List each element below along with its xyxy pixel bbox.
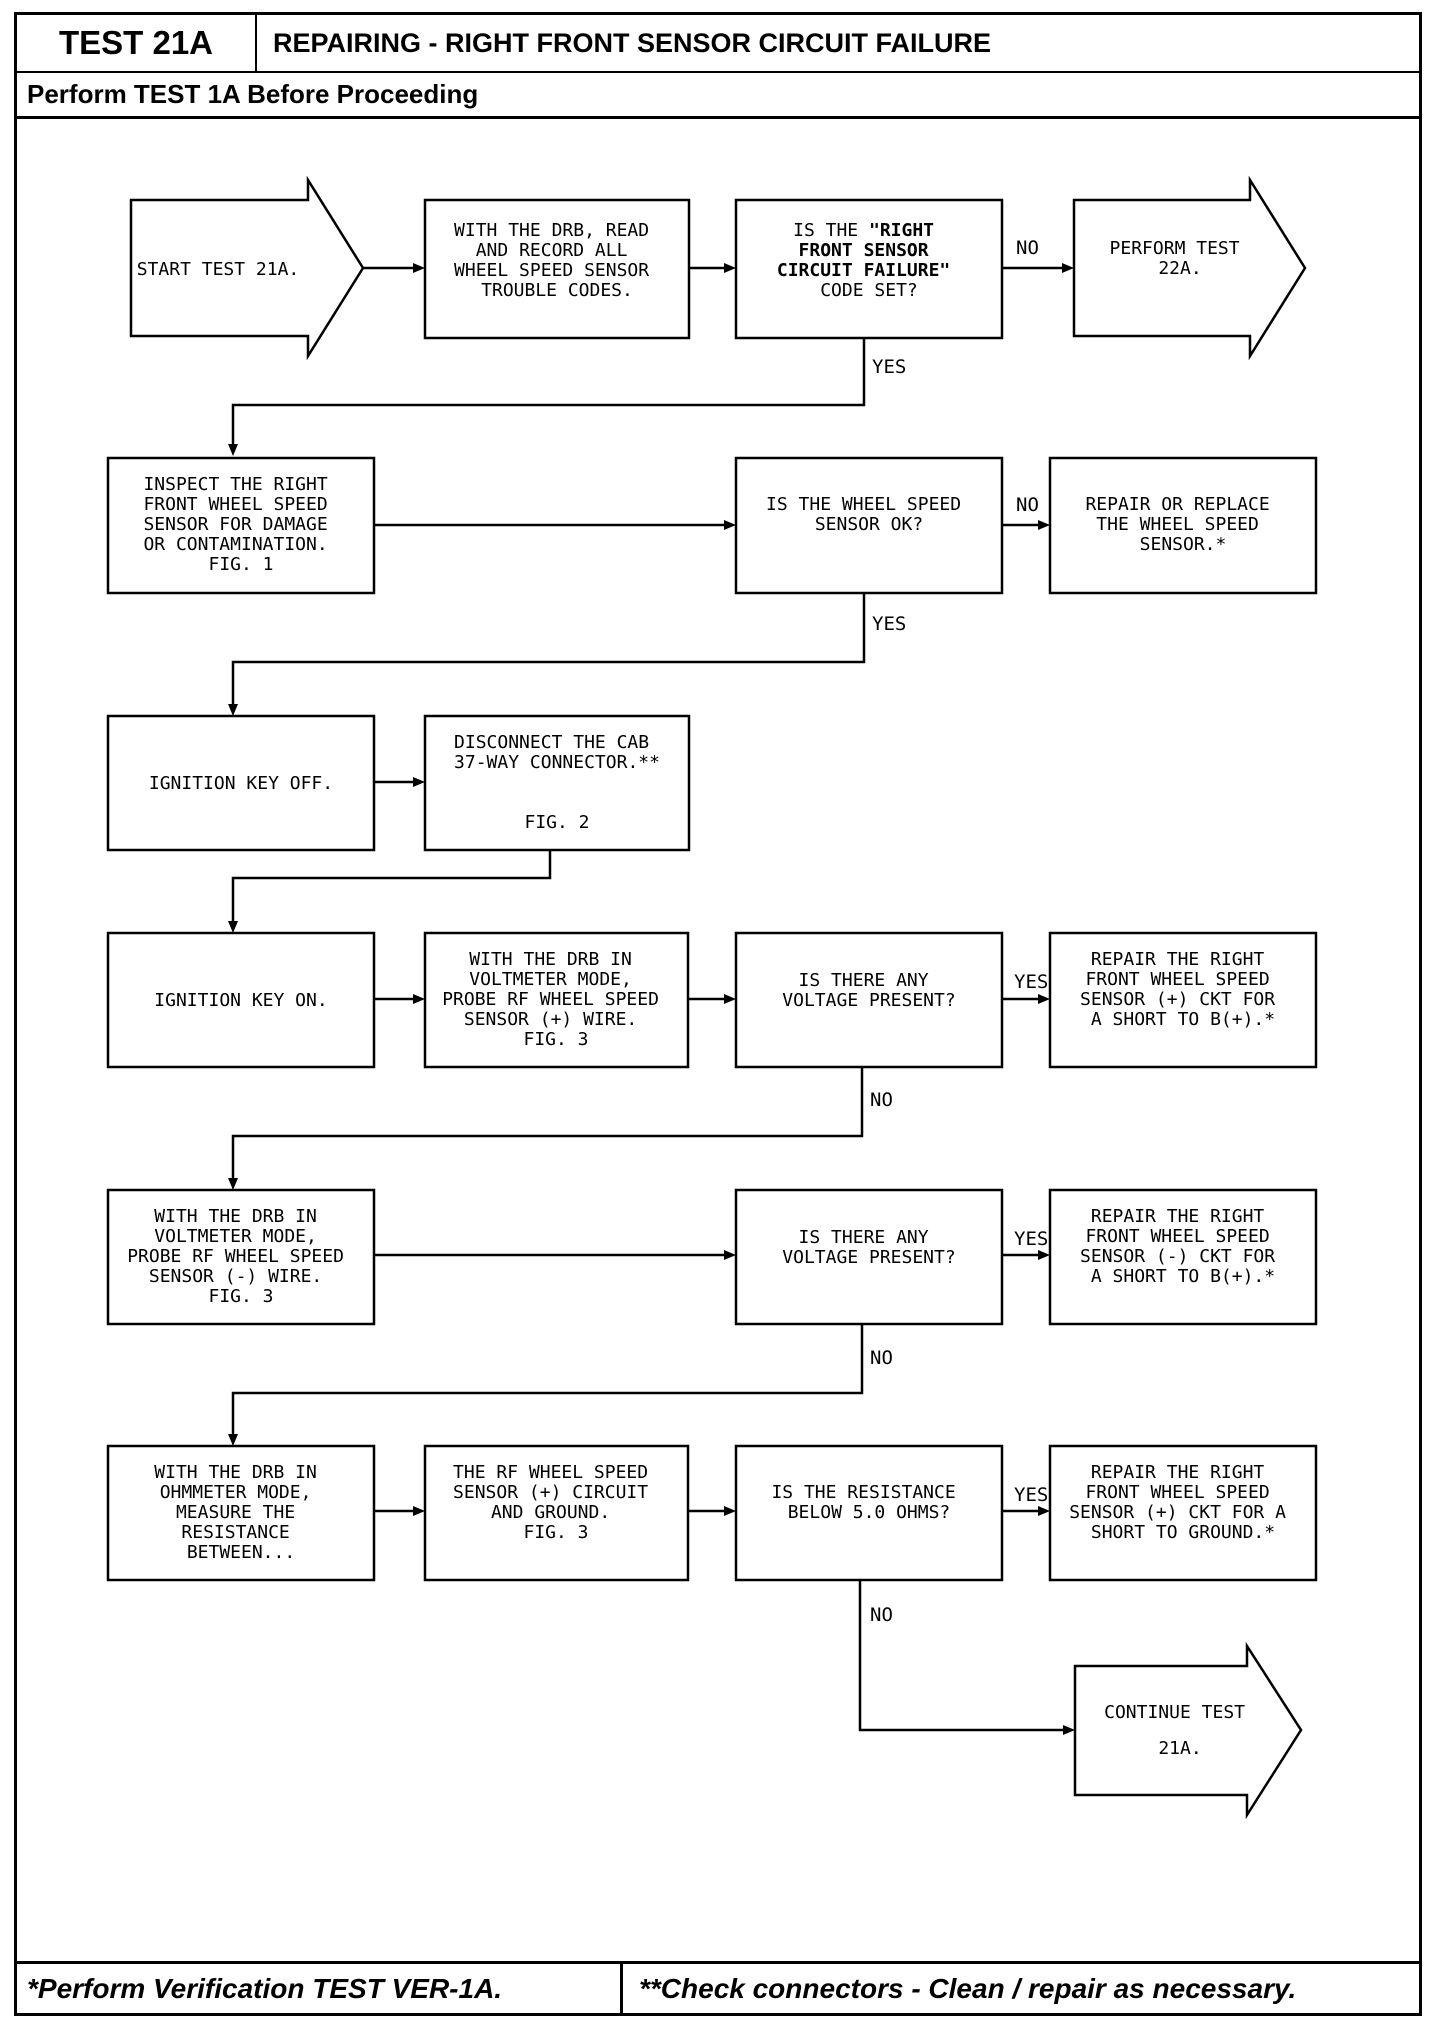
probe-negative-box [106, 1188, 376, 1326]
page-title: REPAIRING - RIGHT FRONT SENSOR CIRCUIT F… [273, 27, 992, 58]
disconnect-fig-label: FIG. 2 [524, 812, 589, 833]
label-no-4: NO [870, 1347, 893, 1369]
ohmmeter-box [106, 1444, 376, 1582]
flow-connectors [231, 266, 1067, 1732]
code-set-decision-text: IS THE "RIGHT FRONT SENSOR CIRCUIT FAILU… [777, 220, 961, 301]
probe-positive-box [423, 931, 690, 1069]
voltage-decision-2-box [734, 1188, 1004, 1326]
verification-note: *Perform Verification TEST VER-1A. [17, 1964, 623, 2013]
read-codes-text: WITH THE DRB, READ AND RECORD ALL WHEEL … [454, 220, 660, 301]
perform-22a-arrow [1072, 175, 1307, 361]
branch-labels: NO YES NO YES YES NO YES NO YES NO [870, 237, 1048, 1626]
test-page: TEST 21A REPAIRING - RIGHT FRONT SENSOR … [14, 12, 1422, 2016]
connector-note: **Check connectors - Clean / repair as n… [639, 1972, 1297, 2004]
inspect-sensor-text: INSPECT THE RIGHT FRONT WHEEL SPEED SENS… [143, 474, 338, 575]
repair-negative-b-text: REPAIR THE RIGHT FRONT WHEEL SPEED SENSO… [1080, 1206, 1286, 1287]
code-set-decision-box [734, 198, 1004, 340]
probe-positive-text: WITH THE DRB IN VOLTMETER MODE, PROBE RF… [442, 949, 670, 1050]
key-on-box [106, 931, 376, 1069]
repair-negative-b-box [1048, 1188, 1318, 1326]
test-number: TEST 21A [17, 15, 257, 71]
sensor-ok-decision-box [734, 456, 1004, 595]
footer-bar: *Perform Verification TEST VER-1A. **Che… [17, 1961, 1419, 2013]
continue-test-text: CONTINUE TEST 21A. [1104, 1702, 1256, 1759]
prerequisite-note: Perform TEST 1A Before Proceeding [17, 73, 1419, 119]
start-test-arrow [129, 175, 365, 361]
start-test-text: START TEST 21A. [137, 259, 300, 280]
continue-test-arrow [1073, 1641, 1303, 1820]
label-yes-1: YES [872, 356, 906, 378]
label-no-3: NO [870, 1089, 893, 1111]
repair-positive-ground-box [1048, 1444, 1318, 1582]
repair-positive-b-text: REPAIR THE RIGHT FRONT WHEEL SPEED SENSO… [1080, 949, 1286, 1030]
label-no-1: NO [1016, 237, 1039, 259]
voltage-decision-1-box [734, 931, 1004, 1069]
repair-positive-ground-text: REPAIR THE RIGHT FRONT WHEEL SPEED SENSO… [1069, 1462, 1297, 1543]
label-yes-3: YES [1014, 971, 1048, 993]
voltage-decision-2-text: IS THERE ANY VOLTAGE PRESENT? [782, 1227, 955, 1268]
label-no-2: NO [1016, 494, 1039, 516]
probe-negative-text: WITH THE DRB IN VOLTMETER MODE, PROBE RF… [127, 1206, 355, 1307]
circuit-ground-text: THE RF WHEEL SPEED SENSOR (+) CIRCUIT AN… [453, 1462, 659, 1543]
resistance-decision-text: IS THE RESISTANCE BELOW 5.0 OHMS? [771, 1482, 966, 1523]
ohmmeter-text: WITH THE DRB IN OHMMETER MODE, MEASURE T… [154, 1462, 327, 1563]
label-yes-5: YES [1014, 1484, 1048, 1506]
repair-positive-b-box [1048, 931, 1318, 1069]
inspect-sensor-box [106, 456, 376, 595]
disconnect-connector-text: DISCONNECT THE CAB 37-WAY CONNECTOR.** [454, 732, 660, 773]
key-off-box [106, 714, 376, 852]
disconnect-connector-box [423, 714, 691, 852]
voltage-decision-1-text: IS THERE ANY VOLTAGE PRESENT? [782, 970, 955, 1011]
label-yes-4: YES [1014, 1228, 1048, 1250]
read-codes-box [423, 198, 691, 340]
header-bar: TEST 21A REPAIRING - RIGHT FRONT SENSOR … [17, 15, 1419, 73]
sensor-ok-decision-text: IS THE WHEEL SPEED SENSOR OK? [766, 494, 972, 535]
circuit-ground-box [423, 1444, 690, 1582]
flow-arrowheads [228, 263, 1075, 1735]
resistance-decision-box [734, 1444, 1004, 1582]
repair-replace-text: REPAIR OR REPLACE THE WHEEL SPEED SENSOR… [1085, 494, 1280, 555]
label-no-5: NO [870, 1604, 893, 1626]
perform-22a-text: PERFORM TEST 22A. [1110, 238, 1251, 279]
key-on-text: IGNITION KEY ON. [154, 990, 327, 1011]
key-off-text: IGNITION KEY OFF. [149, 773, 333, 794]
repair-replace-box [1048, 456, 1318, 595]
label-yes-2: YES [872, 613, 906, 635]
